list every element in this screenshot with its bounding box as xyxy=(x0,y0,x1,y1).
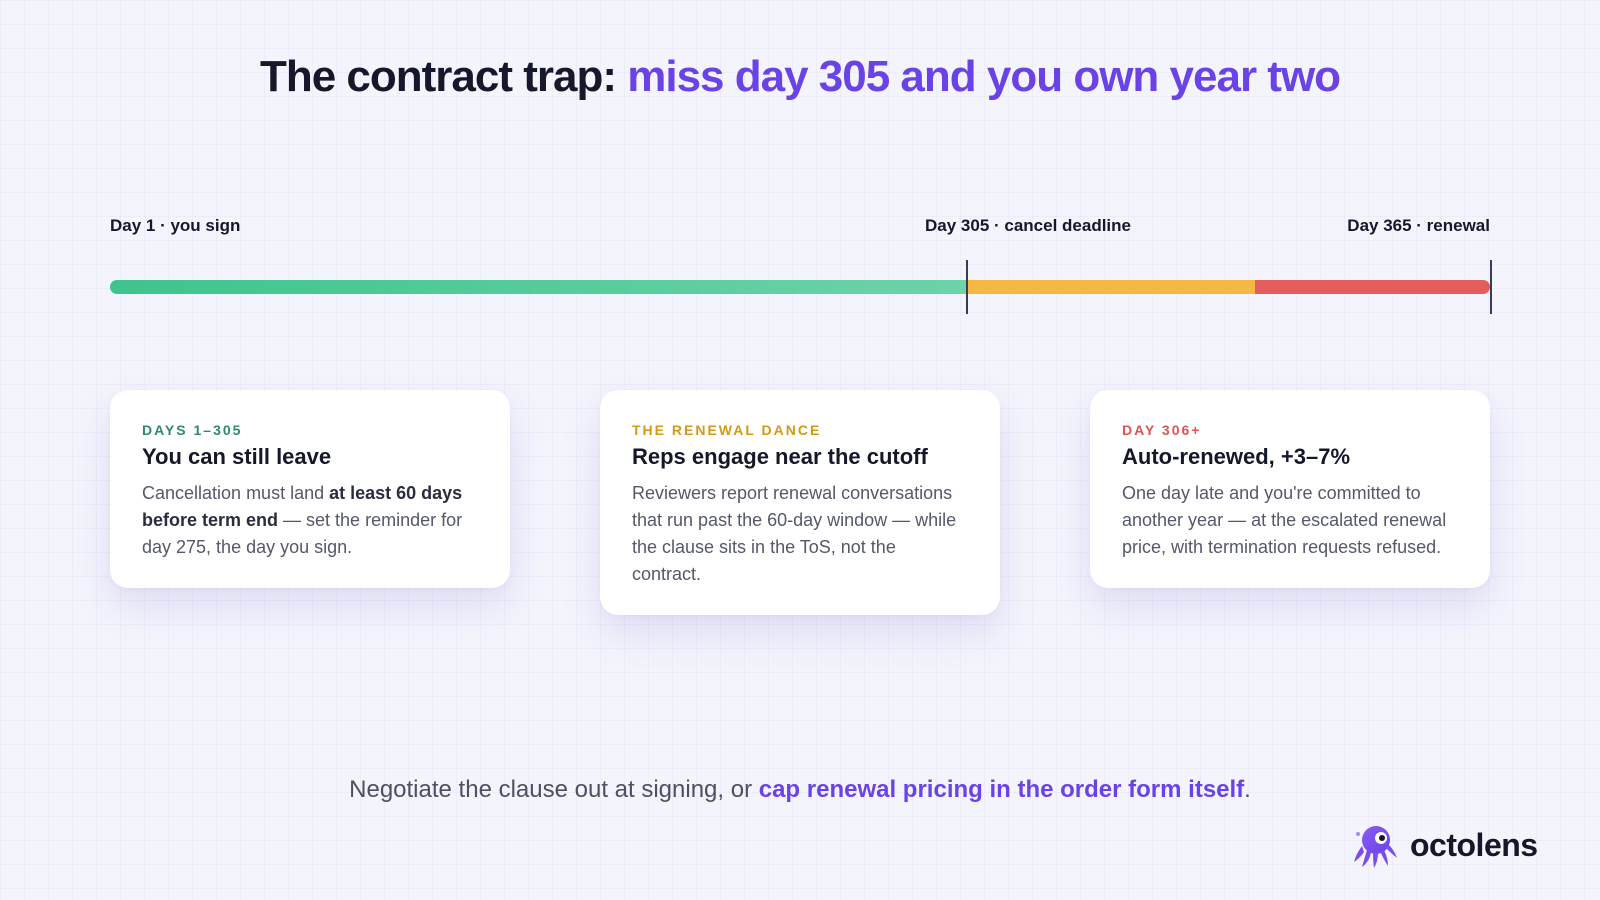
card-body: One day late and you're committed to ano… xyxy=(1122,483,1447,557)
card-heading: Auto-renewed, +3–7% xyxy=(1122,444,1351,469)
timeline-renewal-label: Day 365 · renewal xyxy=(1347,216,1490,235)
brand-logo: octolens xyxy=(1350,820,1538,870)
card-body-text: — set the reminder for day 275, the day … xyxy=(142,510,463,557)
card-eyebrow: DAY 306+ xyxy=(1122,422,1202,438)
timeline-deadline-label: Day 305 · cancel deadline xyxy=(925,216,1131,235)
footer-prefix: Negotiate the clause out at signing, or xyxy=(349,776,759,803)
timeline-warning-segment xyxy=(967,280,1255,294)
card-renewal-dance: THE RENEWAL DANCE Reps engage near the c… xyxy=(600,390,1000,615)
deadline-marker xyxy=(966,260,968,314)
timeline-bar xyxy=(110,280,1490,294)
renewal-marker xyxy=(1490,260,1492,314)
timeline-safe-segment xyxy=(110,280,967,294)
card-body: Reviewers report renewal conversations t… xyxy=(632,483,957,584)
card-days-1-305: DAYS 1–305 You can still leave Cancellat… xyxy=(110,390,510,588)
card-body-emphasis: at least 60 days before term end xyxy=(142,483,463,530)
card-heading: Reps engage near the cutoff xyxy=(632,444,928,469)
card-day-306: DAY 306+ Auto-renewed, +3–7% One day lat… xyxy=(1090,390,1490,588)
footer-note: Negotiate the clause out at signing, or … xyxy=(0,776,1600,804)
card-body: Cancellation must land at least 60 days … xyxy=(142,480,478,561)
card-heading: You can still leave xyxy=(142,444,332,469)
octopus-logo-icon xyxy=(1354,826,1397,868)
timeline-start-label: Day 1 · you sign xyxy=(110,216,241,235)
card-body-text: Cancellation must land xyxy=(142,483,330,503)
title-prefix: The contract trap: xyxy=(259,52,628,101)
card-eyebrow: THE RENEWAL DANCE xyxy=(632,422,822,438)
footer-suffix: . xyxy=(1244,776,1251,803)
page-title: The contract trap: miss day 305 and you … xyxy=(0,52,1600,102)
card-eyebrow: DAYS 1–305 xyxy=(142,422,243,438)
title-accent: miss day 305 and you own year two xyxy=(627,52,1341,101)
brand-name: octolens xyxy=(1410,826,1538,863)
timeline-danger-segment xyxy=(1255,280,1490,294)
footer-highlight: cap renewal pricing in the order form it… xyxy=(758,776,1245,803)
